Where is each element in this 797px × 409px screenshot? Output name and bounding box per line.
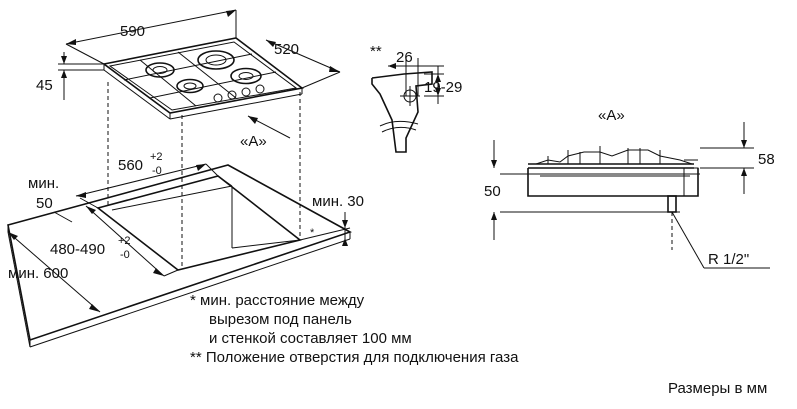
dim-560-tol-plus: +2 [150, 151, 163, 163]
dim-480-tol-minus: -0 [120, 249, 130, 261]
note-min-distance-3: и стенкой составляет 100 мм [209, 330, 412, 347]
dim-45-label: 45 [36, 77, 53, 94]
side-view-a: «A» R 1/2" 58 [484, 107, 775, 269]
dim-520-label: 520 [274, 41, 299, 58]
units-caption: Размеры в мм [668, 380, 768, 397]
gas-connection-detail: ** 26 19-29 [370, 43, 462, 153]
dim-min-30-label: мин. 30 [312, 193, 364, 210]
dim-560: 560 +2 -0 [75, 151, 219, 198]
thread-label: R 1/2" [708, 251, 749, 268]
side-50-label: 50 [484, 183, 501, 200]
dim-min-30-star: * [310, 227, 315, 239]
dim-480-label: 480-490 [50, 241, 105, 258]
gas-detail-19-29-label: 19-29 [424, 79, 462, 96]
dim-min-600-label: мин. 600 [8, 265, 68, 282]
gas-detail-marker: ** [370, 43, 382, 60]
side-58-label: 58 [758, 151, 775, 168]
dim-min-50-value: 50 [36, 195, 53, 212]
dim-min-30: мин. 30 * [299, 193, 364, 246]
note-min-distance-2: вырезом под панель [209, 311, 352, 328]
dim-590: 590 [65, 9, 237, 65]
dim-min-600: мин. 600 [7, 231, 101, 313]
dim-45: 45 [36, 52, 104, 100]
view-a-top-label: «A» [240, 133, 267, 150]
hob-top-view [102, 37, 304, 120]
worktop [7, 164, 352, 348]
dim-480: 480-490 +2 -0 [50, 205, 179, 277]
gas-detail-26-label: 26 [396, 49, 413, 66]
view-a-arrow: «A» [240, 115, 291, 150]
dim-520: 520 [265, 39, 341, 89]
view-a-side-label: «A» [598, 107, 625, 124]
note-min-distance: * мин. расстояние между [190, 292, 365, 309]
projection-lines [107, 82, 301, 268]
dim-560-label: 560 [118, 157, 143, 174]
dim-min-50: мин. 50 [28, 175, 99, 223]
dim-480-tol-plus: +2 [118, 235, 131, 247]
note-gas-hole: ** Положение отверстия для подключения г… [190, 349, 519, 366]
dim-560-tol-minus: -0 [152, 165, 162, 177]
dim-590-label: 590 [120, 23, 145, 40]
dim-min-50-label: мин. [28, 175, 59, 192]
